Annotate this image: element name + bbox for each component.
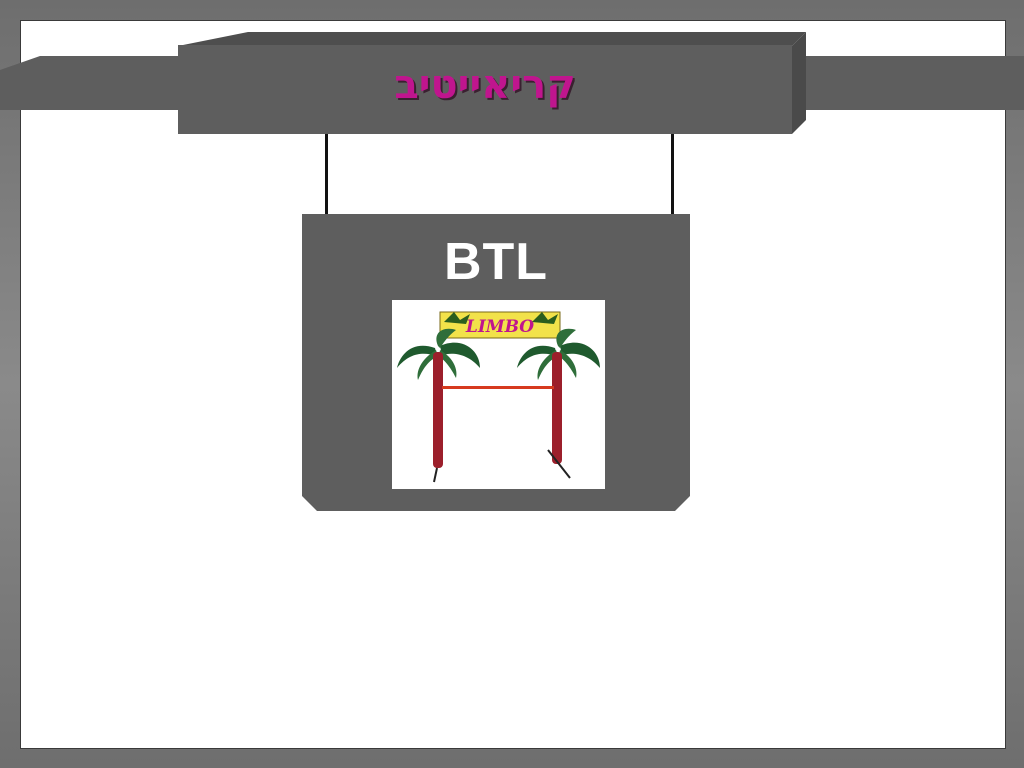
palm-left	[397, 328, 480, 483]
palm-right	[517, 328, 600, 479]
banner-board	[439, 311, 561, 339]
beam-right	[805, 56, 1024, 110]
limbo-bar	[442, 386, 554, 389]
sign-label: BTL	[443, 233, 549, 291]
header-box-side	[792, 32, 806, 134]
header-box-top	[178, 32, 806, 46]
limbo-game-image: LIMBO	[397, 311, 600, 483]
banner-text: LIMBO	[465, 317, 534, 337]
hanging-rope-left	[325, 134, 328, 216]
banner-palm-right	[532, 312, 558, 324]
slide-title: קריאייטיב	[394, 62, 576, 108]
header-box	[178, 45, 792, 134]
limbo-photo: LIMBO	[392, 300, 605, 489]
hanging-rope-right	[671, 134, 674, 216]
banner-palm-left	[444, 312, 470, 324]
beam-left	[0, 56, 180, 110]
